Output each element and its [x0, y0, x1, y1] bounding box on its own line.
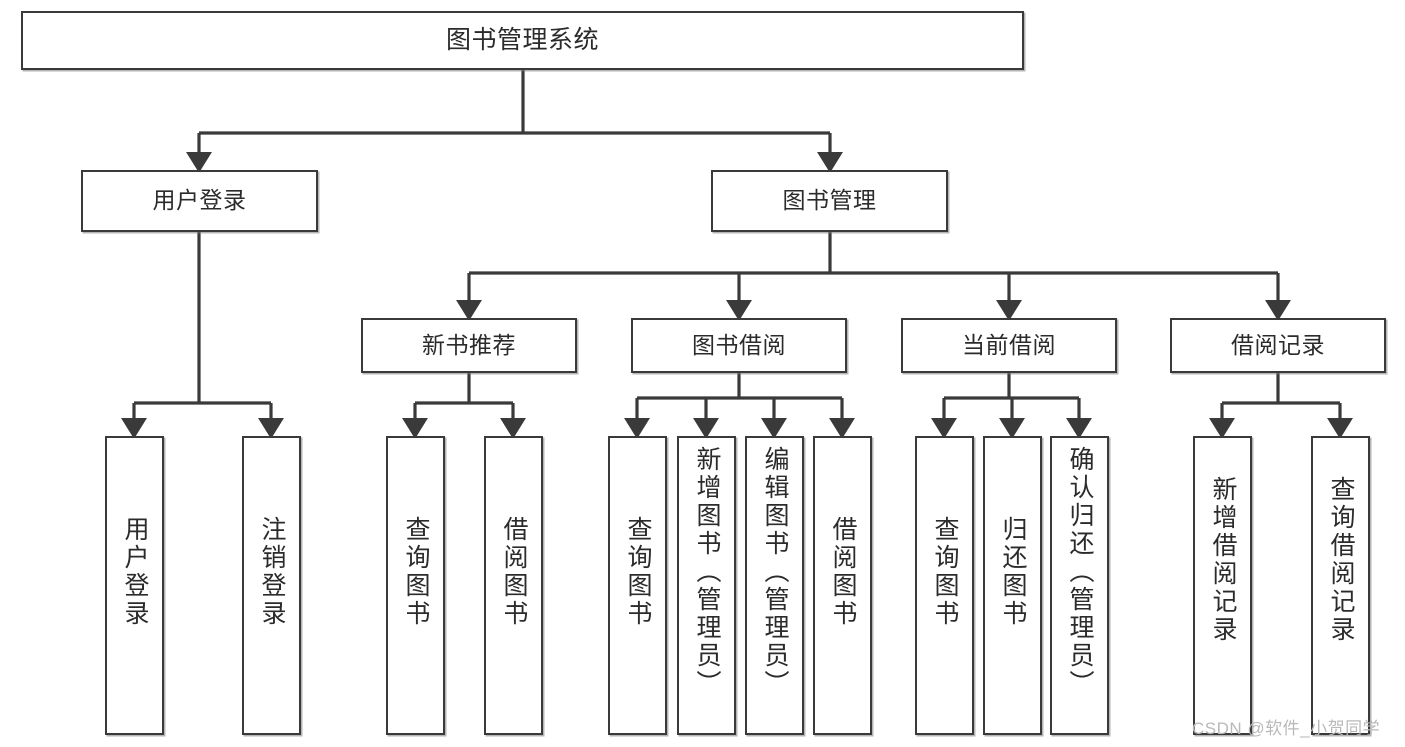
node-current-borrow[interactable]: 当前借阅: [901, 318, 1117, 373]
node-label: 查询图书: [931, 516, 959, 628]
leaf-user-login[interactable]: 用户登录: [105, 436, 164, 735]
node-label: 注销登录: [258, 516, 286, 628]
leaf-query-book-3[interactable]: 查询图书: [915, 436, 974, 735]
node-label: 新增图书（管理员）: [693, 446, 721, 698]
leaf-confirm-return[interactable]: 确认归还（管理员）: [1050, 436, 1109, 735]
node-label: 图书借阅: [692, 331, 786, 358]
node-book-management[interactable]: 图书管理: [711, 170, 948, 232]
leaf-query-record[interactable]: 查询借阅记录: [1311, 436, 1370, 735]
node-label: 新增借阅记录: [1209, 476, 1237, 644]
node-label: 确认归还（管理员）: [1066, 446, 1094, 698]
leaf-add-book[interactable]: 新增图书（管理员）: [677, 436, 736, 735]
node-label: 查询图书: [624, 516, 652, 628]
node-borrow-record[interactable]: 借阅记录: [1170, 318, 1386, 373]
leaf-borrow-book-1[interactable]: 借阅图书: [484, 436, 543, 735]
leaf-add-record[interactable]: 新增借阅记录: [1193, 436, 1252, 735]
node-label: 图书管理系统: [445, 25, 599, 54]
leaf-edit-book[interactable]: 编辑图书（管理员）: [745, 436, 804, 735]
node-root-system[interactable]: 图书管理系统: [21, 11, 1024, 70]
node-label: 借阅图书: [829, 516, 857, 628]
node-new-book-recommend[interactable]: 新书推荐: [361, 318, 577, 373]
leaf-return-book[interactable]: 归还图书: [983, 436, 1042, 735]
node-label: 当前借阅: [962, 331, 1056, 358]
leaf-logout-login[interactable]: 注销登录: [242, 436, 301, 735]
node-label: 用户登录: [121, 516, 149, 628]
csdn-watermark: CSDN @软件_小贺同学: [1192, 719, 1381, 738]
leaf-query-book-2[interactable]: 查询图书: [608, 436, 667, 735]
node-label: 借阅记录: [1231, 331, 1325, 358]
node-label: 编辑图书（管理员）: [761, 446, 789, 698]
node-user-login[interactable]: 用户登录: [81, 170, 318, 232]
node-label: 归还图书: [999, 516, 1027, 628]
leaf-query-book-1[interactable]: 查询图书: [386, 436, 445, 735]
leaf-borrow-book-2[interactable]: 借阅图书: [813, 436, 872, 735]
node-label: 图书管理: [782, 187, 877, 214]
node-label: 查询借阅记录: [1327, 476, 1355, 644]
node-book-borrow[interactable]: 图书借阅: [631, 318, 847, 373]
node-label: 借阅图书: [500, 516, 528, 628]
node-label: 查询图书: [402, 516, 430, 628]
node-label: 新书推荐: [422, 331, 516, 358]
node-label: 用户登录: [152, 187, 247, 214]
